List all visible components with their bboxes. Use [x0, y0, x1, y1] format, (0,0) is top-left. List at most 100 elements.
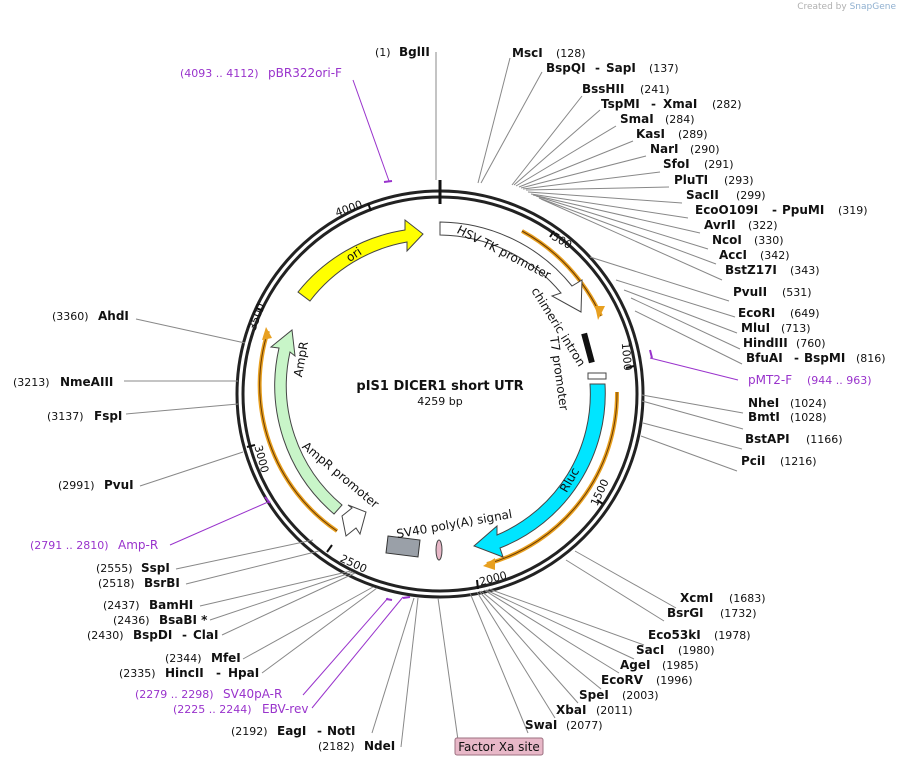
svg-text:SV40pA-R: SV40pA-R: [223, 687, 282, 701]
primer-pbr322ori-f[interactable]: (4093 .. 4112)pBR322ori-F: [180, 66, 342, 80]
svg-text:(4093 .. 4112): (4093 .. 4112): [180, 67, 259, 80]
svg-text:BglII: BglII: [399, 45, 430, 59]
site-bsrbi[interactable]: (2518)BsrBI: [98, 576, 180, 590]
svg-text:(290): (290): [690, 143, 720, 156]
site-sspi[interactable]: (2555)SspI: [96, 561, 170, 575]
site-spei[interactable]: SpeI(2003): [579, 688, 659, 702]
site-hindiii[interactable]: HindIII(760): [743, 336, 826, 350]
svg-text:(1028): (1028): [790, 411, 827, 424]
svg-text:(1024): (1024): [790, 397, 827, 410]
site-bspqi-sapi[interactable]: BspQI-SapI(137): [546, 61, 679, 75]
site-smai[interactable]: SmaI(284): [620, 112, 695, 126]
site-nhei[interactable]: NheI(1024): [748, 396, 827, 410]
site-ecoo109i-ppumi[interactable]: EcoO109I-PpuMI(319): [695, 203, 868, 217]
svg-text:HincII: HincII: [165, 666, 204, 680]
site-saci[interactable]: SacI(1980): [636, 643, 715, 657]
feature-t7-promoter[interactable]: [587, 372, 607, 380]
svg-text:HindIII: HindIII: [743, 336, 788, 350]
site-bsabi[interactable]: (2436)BsaBI *: [113, 613, 208, 627]
site-fspi[interactable]: (3137)FspI: [47, 409, 122, 423]
site-eagi-noti[interactable]: (2192)EagI-NotI: [231, 724, 356, 738]
primer-marks: [264, 180, 653, 601]
site-bamhi[interactable]: (2437)BamHI: [103, 598, 193, 612]
site-pvui[interactable]: (2991) PvuI: [58, 478, 134, 492]
site-nari[interactable]: NarI(290): [650, 142, 720, 156]
site-bmti[interactable]: BmtI(1028): [748, 410, 827, 424]
svg-text:(1683): (1683): [729, 592, 766, 605]
svg-text:NcoI: NcoI: [712, 233, 742, 247]
site-nmeaiii[interactable]: (3213)NmeAIII: [13, 375, 113, 389]
site-sacii[interactable]: SacII(299): [686, 188, 766, 202]
svg-text:SmaI: SmaI: [620, 112, 654, 126]
snapgene-watermark: Created by SnapGene: [797, 2, 896, 12]
svg-text:SapI: SapI: [606, 61, 636, 75]
primer-pmt2-f[interactable]: pMT2-F(944 .. 963): [748, 373, 872, 387]
svg-text:BspQI: BspQI: [546, 61, 586, 75]
svg-text:(531): (531): [782, 286, 812, 299]
site-eco53ki[interactable]: Eco53kI(1978): [648, 628, 751, 642]
site-xcmi[interactable]: XcmI(1683): [680, 591, 766, 605]
primer-amp-r[interactable]: (2791 .. 2810)Amp-R: [30, 538, 158, 552]
svg-text:SfoI: SfoI: [663, 157, 690, 171]
svg-text:(1996): (1996): [656, 674, 693, 687]
site-swai[interactable]: SwaI(2077): [525, 718, 603, 732]
svg-text:BstAPI: BstAPI: [745, 432, 790, 446]
site-avrii[interactable]: AvrII(322): [704, 218, 778, 232]
feature-rluc[interactable]: [473, 383, 606, 558]
svg-text:(322): (322): [748, 219, 778, 232]
factor-xa-site[interactable]: Factor Xa site: [454, 737, 544, 756]
feature-ampr[interactable]: [269, 329, 343, 515]
site-sfoi[interactable]: SfoI(291): [663, 157, 734, 171]
svg-text:(2991): (2991): [58, 479, 95, 492]
feature-ori[interactable]: [297, 218, 424, 302]
site-bstz17i[interactable]: BstZ17I(343): [725, 263, 820, 277]
site-msci[interactable]: MscI(128): [512, 46, 586, 60]
site-bsshii[interactable]: BssHII(241): [582, 82, 670, 96]
primer-sv40pa-r[interactable]: (2279 .. 2298)SV40pA-R: [135, 687, 282, 701]
site-bspdi-clai[interactable]: (2430)BspDI-ClaI: [87, 628, 218, 642]
svg-text:NdeI: NdeI: [364, 739, 395, 753]
site-pcii[interactable]: PciI(1216): [741, 454, 817, 468]
svg-text:EcoRV: EcoRV: [601, 673, 644, 687]
svg-text:PvuI: PvuI: [104, 478, 134, 492]
site-pvuii[interactable]: PvuII(531): [733, 285, 812, 299]
site-kasi[interactable]: KasI(289): [636, 127, 708, 141]
feature-hsv-tk-promoter[interactable]: [439, 221, 583, 313]
svg-text:(342): (342): [760, 249, 790, 262]
feature-sv40-polya[interactable]: [435, 539, 443, 561]
primer-ebv-rev[interactable]: (2225 .. 2244)EBV-rev: [173, 702, 308, 716]
site-ahdi[interactable]: (3360)AhdI: [52, 309, 129, 323]
site-bglii[interactable]: (1)BglII: [375, 45, 430, 59]
watermark-text: Created by: [797, 2, 847, 12]
svg-text:(1732): (1732): [720, 607, 757, 620]
svg-text:(293): (293): [724, 174, 754, 187]
site-bfuai-bspmi[interactable]: BfuAI-BspMI(816): [746, 351, 886, 365]
site-ndei[interactable]: (2182)NdeI: [318, 739, 395, 753]
site-hincii-hpai[interactable]: (2335)HincII-HpaI: [119, 666, 259, 680]
orf-arcs: [257, 229, 620, 570]
svg-text:(2335): (2335): [119, 667, 156, 680]
svg-text:HpaI: HpaI: [228, 666, 259, 680]
site-agei[interactable]: AgeI(1985): [620, 658, 699, 672]
svg-text:BspDI: BspDI: [133, 628, 172, 642]
site-ecori[interactable]: EcoRI(649): [738, 306, 820, 320]
svg-text:EcoO109I: EcoO109I: [695, 203, 758, 217]
svg-text:(330): (330): [754, 234, 784, 247]
site-mfei[interactable]: (2344)MfeI: [165, 651, 241, 665]
site-xbai[interactable]: XbaI(2011): [556, 703, 633, 717]
site-mlui[interactable]: MluI(713): [741, 321, 811, 335]
svg-text:(2437): (2437): [103, 599, 140, 612]
site-bstapi[interactable]: BstAPI(1166): [745, 432, 843, 446]
site-tspmi-xmai[interactable]: TspMI-XmaI(282): [601, 97, 742, 111]
site-ncoi[interactable]: NcoI (330): [712, 233, 784, 247]
site-acci[interactable]: AccI(342): [719, 248, 790, 262]
tick-label-500: 500: [549, 230, 574, 252]
tick-label-4000: 4000: [333, 198, 364, 220]
site-pluti[interactable]: PluTI(293): [674, 173, 754, 187]
svg-text:BstZ17I: BstZ17I: [725, 263, 777, 277]
feature-ampr-promoter[interactable]: [341, 504, 367, 537]
feature-chimeric-intron: [581, 332, 595, 364]
site-bsrgi[interactable]: BsrGI(1732): [667, 606, 757, 620]
site-ecorv[interactable]: EcoRV (1996): [601, 673, 693, 687]
svg-text:ClaI: ClaI: [193, 628, 218, 642]
